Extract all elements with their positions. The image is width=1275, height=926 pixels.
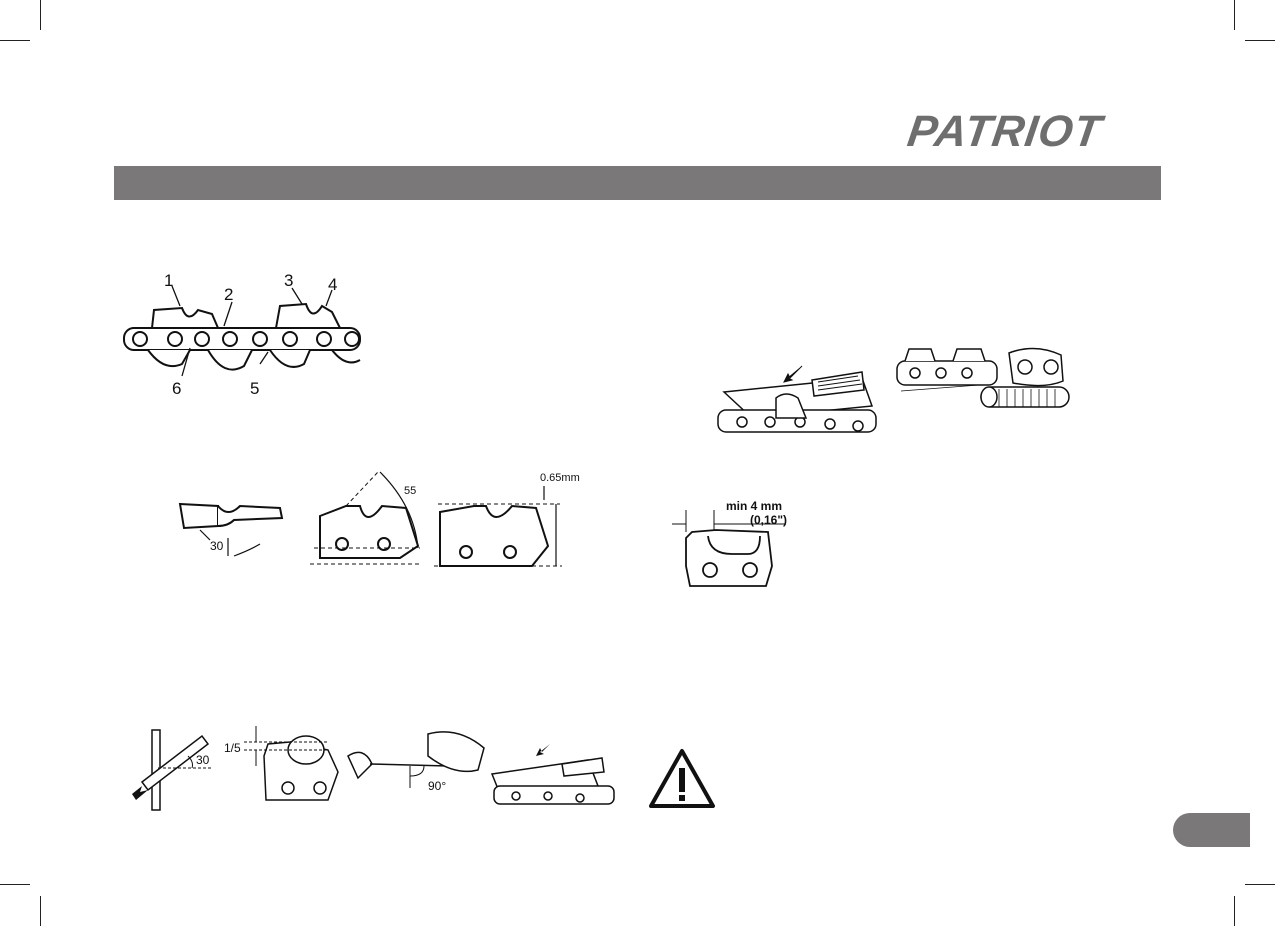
crop-mark-bl-v [40, 896, 41, 926]
cutter-angles-figure: 30 55 0.65mm [178, 471, 580, 567]
angle-55-label: 55 [404, 485, 416, 497]
chain-file-figure [896, 347, 1070, 408]
callout-6: 6 [172, 379, 181, 398]
chain-parts-figure: 1 2 3 4 5 6 [123, 271, 361, 398]
crop-mark-tl-h [0, 40, 30, 41]
callout-5: 5 [250, 379, 259, 398]
ratio-label: 1/5 [224, 741, 241, 755]
callout-2: 2 [224, 285, 233, 304]
crop-mark-tl-v [40, 0, 41, 30]
file-angle-30-label: 30 [196, 753, 210, 767]
callout-1: 1 [164, 271, 173, 290]
callout-4: 4 [328, 275, 337, 294]
file-guide-figure [717, 365, 877, 433]
filing-sequence-figure: 1/5 30 90° [132, 726, 615, 811]
crop-mark-br-v [1234, 896, 1235, 926]
brand-logo: PATRIOT [905, 107, 1164, 156]
gauge-label: 0.65mm [540, 472, 580, 484]
crop-mark-bl-h [0, 884, 30, 885]
section-header-bar [114, 166, 1161, 200]
crop-mark-tr-h [1245, 40, 1275, 41]
angle-90-label: 90° [428, 779, 446, 793]
page-number-tab [1173, 813, 1250, 847]
warning-triangle-icon [649, 749, 715, 808]
crop-mark-tr-v [1234, 0, 1235, 30]
angle-30-label: 30 [210, 539, 224, 553]
min-length-figure: min 4 mm (0,16") [672, 499, 787, 587]
inch-label: (0,16") [750, 513, 787, 527]
min-4mm-label: min 4 mm [726, 499, 782, 513]
brand-logo-text: PATRIOT [904, 107, 1106, 156]
callout-3: 3 [284, 271, 293, 290]
crop-mark-br-h [1245, 884, 1275, 885]
